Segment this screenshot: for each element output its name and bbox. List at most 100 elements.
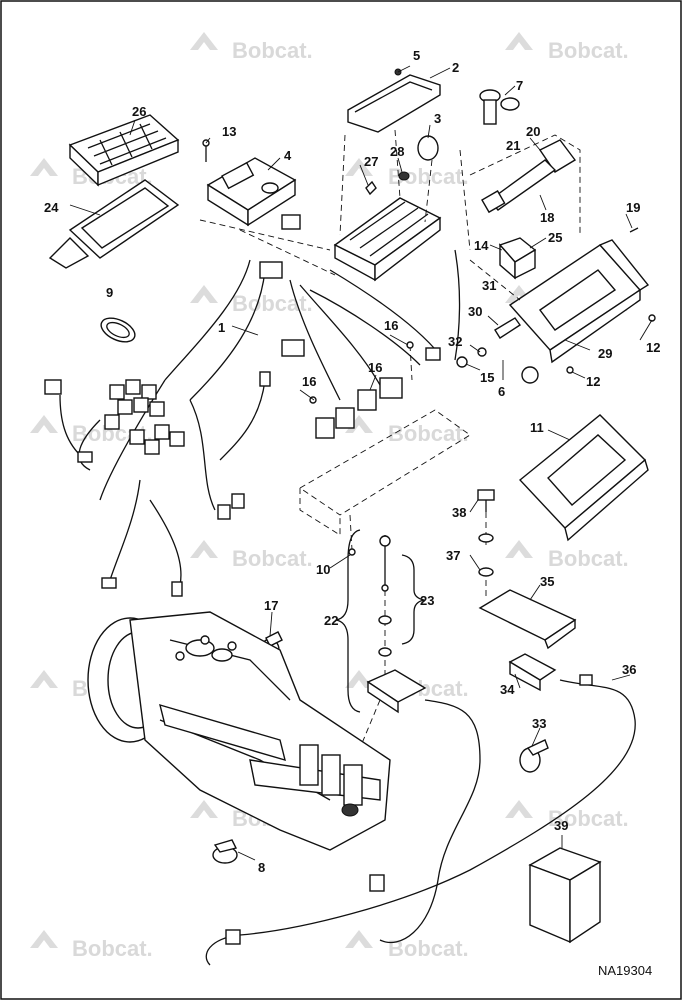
watermark-logo <box>505 540 533 558</box>
connector <box>217 504 231 520</box>
connector <box>259 371 271 387</box>
connector <box>44 379 62 395</box>
callout-30: 30 <box>468 304 482 319</box>
part-19-screw <box>629 227 639 233</box>
part-9-grommet-inner <box>106 321 130 339</box>
callout-5: 5 <box>413 48 420 63</box>
callout-29: 29 <box>598 346 612 361</box>
part-34-sensor <box>508 653 557 692</box>
part-26-relay-block <box>68 114 180 187</box>
part-8-clamp <box>212 839 238 864</box>
part-11-bracket <box>518 414 649 542</box>
part-4-control-module <box>206 157 297 227</box>
part-9-grommet <box>100 317 136 343</box>
part-10-screw <box>348 548 356 556</box>
part-6-washer <box>521 366 539 384</box>
part-mount-plate <box>299 409 471 536</box>
watermark-logo <box>190 285 218 303</box>
part-36-harness <box>205 674 636 966</box>
watermark-logo <box>30 415 58 433</box>
connector <box>77 451 93 463</box>
callout-14: 14 <box>474 238 489 253</box>
watermark-logo <box>505 800 533 818</box>
callout-1: 1 <box>218 320 225 335</box>
part-16-connectors <box>315 347 441 439</box>
callout-7: 7 <box>516 78 523 93</box>
callout-16: 16 <box>384 318 398 333</box>
watermark-logo <box>190 32 218 50</box>
part-sensor-box-side <box>367 680 399 714</box>
connector <box>171 581 183 597</box>
callout-13: 13 <box>222 124 236 139</box>
watermark-text: Bobcat. <box>232 38 313 63</box>
callout-34: 34 <box>500 682 515 697</box>
watermark-text: Bobcat. <box>548 546 629 571</box>
callout-20: 20 <box>526 124 540 139</box>
watermark-logo <box>505 32 533 50</box>
callout-17: 17 <box>264 598 278 613</box>
callout-28: 28 <box>390 144 404 159</box>
callout-11: 11 <box>530 420 544 435</box>
watermark-logo <box>30 670 58 688</box>
connector <box>259 261 283 279</box>
callout-2: 2 <box>452 60 459 75</box>
part-axle-transmission <box>87 611 391 851</box>
part-7-switch <box>479 89 520 125</box>
watermark-logo <box>345 930 373 948</box>
part-28-plug <box>398 171 410 181</box>
callout-labels: 1 2 3 4 5 6 7 8 9 10 11 12 12 13 14 15 1… <box>44 48 660 875</box>
watermark-text: Bobcat. <box>388 936 469 961</box>
callout-33: 33 <box>532 716 546 731</box>
callout-31: 31 <box>482 278 496 293</box>
part-27-fuse <box>365 180 377 196</box>
callout-4: 4 <box>284 148 292 163</box>
watermark-text: Bobcat. <box>72 936 153 961</box>
part-38-bolt <box>477 489 495 512</box>
part-39-kit-box <box>528 847 602 944</box>
part-18-connector-assembly <box>469 134 581 235</box>
callout-37: 37 <box>446 548 460 563</box>
part-29-bracket <box>508 239 650 364</box>
connector <box>101 577 117 589</box>
part-relay-cluster <box>104 379 185 455</box>
callout-24: 24 <box>44 200 59 215</box>
bracket-22 <box>335 529 361 713</box>
callout-39: 39 <box>554 818 568 833</box>
callout-16: 16 <box>368 360 382 375</box>
callout-23: 23 <box>420 593 434 608</box>
part-32-nut <box>477 347 487 357</box>
watermark-text: Bobcat. <box>548 38 629 63</box>
part-22-stud-kit <box>378 535 392 657</box>
part-37-washer <box>478 533 494 543</box>
watermark-text: Bobcat. <box>232 546 313 571</box>
watermark-logo <box>30 930 58 948</box>
callout-18: 18 <box>540 210 554 225</box>
callout-25: 25 <box>548 230 562 245</box>
watermark-logo <box>190 800 218 818</box>
callout-15: 15 <box>480 370 494 385</box>
part-24-fuse-housing <box>48 179 180 269</box>
connector <box>281 339 305 357</box>
part-35-bracket-edge <box>544 618 576 650</box>
connector <box>231 493 245 509</box>
part-33-clamp <box>519 739 549 773</box>
callout-32: 32 <box>448 334 462 349</box>
part-30-clip <box>494 317 521 339</box>
drawing-reference: NA19304 <box>598 963 652 978</box>
callout-leaders <box>69 65 653 861</box>
callout-6: 6 <box>498 384 505 399</box>
part-12-screw <box>566 366 574 374</box>
callout-10: 10 <box>316 562 330 577</box>
watermark-logo <box>345 670 373 688</box>
callout-21: 21 <box>506 138 520 153</box>
callout-3: 3 <box>434 111 441 126</box>
callout-38: 38 <box>452 505 466 520</box>
callout-12: 12 <box>586 374 600 389</box>
part-37-washer <box>478 567 494 577</box>
callout-8: 8 <box>258 860 265 875</box>
callout-22: 22 <box>324 613 338 628</box>
part-15-nut <box>456 356 468 368</box>
